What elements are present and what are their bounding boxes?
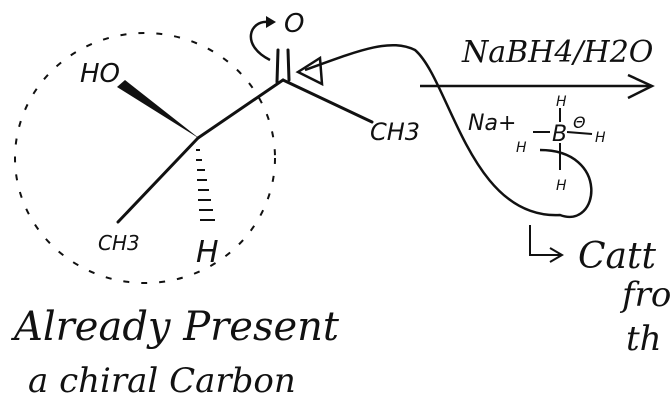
wedge-bond-hydroxyl — [117, 80, 200, 139]
attack-note-line1: Catt — [578, 236, 656, 277]
carbonyl-double-bond-2 — [286, 48, 291, 82]
borohydride-h-left: H — [516, 140, 527, 156]
borohydride-h-top: H — [556, 94, 567, 110]
reaction-arrow — [420, 73, 655, 100]
borohydride-h-bottom: H — [556, 178, 567, 194]
bond-carbonyl-to-methyl — [281, 78, 374, 124]
methyl-bottom-label: CH3 — [98, 231, 140, 255]
attack-note-line2: fro — [619, 275, 670, 315]
methyl-right-label: CH3 — [370, 118, 420, 146]
curly-arrow-head-oxygen — [266, 16, 276, 28]
note-pointer-arrow-head — [549, 247, 564, 263]
carbonyl-double-bond-1 — [275, 48, 280, 84]
boron-charge-label: Θ — [573, 113, 586, 132]
molecule-bonds — [116, 48, 374, 224]
chiral-note-line2: a chiral Carbon — [28, 361, 296, 401]
hydride-attack-arrow-head — [295, 55, 324, 87]
borohydride-h-right: H — [595, 130, 606, 146]
hydroxyl-label: HO — [80, 59, 120, 89]
hydrogen-label: H — [196, 235, 219, 270]
note-pointer-arrow — [529, 225, 560, 256]
bond-chiral-to-methyl — [116, 136, 200, 224]
boron-label: B — [552, 122, 567, 147]
chiral-note-line1: Already Present — [10, 304, 340, 350]
carbonyl-oxygen-label: O — [284, 9, 304, 39]
reagent-label: NaBH4/H2O — [461, 35, 653, 70]
curly-arrow-to-oxygen — [249, 20, 271, 62]
borohydride-bonds — [533, 108, 593, 170]
chiral-center-circle — [14, 32, 276, 284]
attack-note-line3: th — [626, 319, 662, 359]
hydride-attack-arrow — [304, 43, 593, 219]
hashed-bond-hydrogen — [196, 149, 215, 221]
bond-chiral-to-carbonyl — [196, 78, 285, 140]
sodium-ion-label: Na+ — [468, 111, 516, 136]
